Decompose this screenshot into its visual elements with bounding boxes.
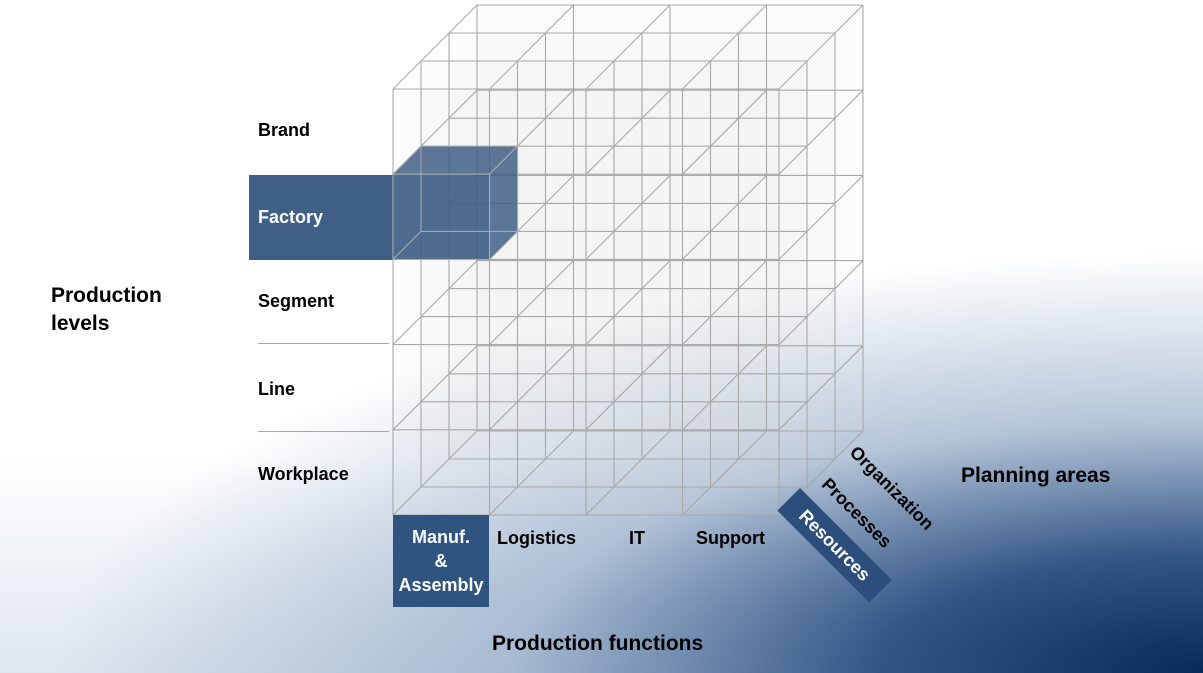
planning-areas-title: Planning areas — [961, 464, 1111, 487]
row-separator — [258, 343, 389, 344]
grid-line-depth — [778, 89, 864, 175]
level-label-brand: Brand — [258, 120, 311, 140]
grid-line-depth — [392, 430, 478, 516]
grid-line-depth — [392, 4, 478, 90]
grid-line-depth — [489, 430, 574, 516]
production-functions-title: Production functions — [492, 632, 704, 655]
function-label-it: IT — [629, 528, 645, 548]
grid-line-depth — [489, 345, 574, 431]
row-separator — [258, 431, 389, 432]
grid-line-depth — [682, 175, 767, 260]
level-label-factory: Factory — [258, 207, 324, 227]
grid-line-depth — [778, 260, 864, 345]
grid-line-depth — [585, 260, 671, 345]
factory-highlight-band — [249, 175, 394, 260]
grid-line-depth — [682, 430, 767, 516]
function-label-logistics: Logistics — [497, 528, 577, 548]
level-label-segment: Segment — [258, 291, 335, 311]
level-label-line: Line — [258, 379, 296, 399]
function-label-manuf-assembly: Manuf. & Assembly — [393, 515, 489, 607]
highlight-cube-front — [392, 173, 491, 260]
grid-line-depth — [778, 345, 864, 431]
grid-line-depth — [392, 345, 478, 431]
manuf-line-2: & — [434, 551, 448, 571]
grid-line-depth — [778, 4, 864, 90]
grid-line-depth — [682, 345, 767, 431]
highlight-cube-inner-edge — [392, 231, 422, 260]
grid-line-depth — [585, 175, 671, 260]
grid-line-depth — [585, 345, 671, 431]
grid-line-depth — [585, 4, 671, 90]
grid-line-depth — [489, 4, 574, 90]
grid-line-depth — [778, 175, 864, 260]
grid-line-depth — [585, 89, 671, 175]
grid-line-depth — [489, 260, 574, 345]
level-label-workplace: Workplace — [258, 464, 349, 484]
grid-line-depth — [682, 4, 767, 90]
grid-line-depth — [585, 430, 671, 516]
grid-line-depth — [392, 260, 478, 345]
manuf-line-1: Manuf. — [412, 527, 470, 547]
grid-line-depth — [682, 260, 767, 345]
grid-line-depth — [682, 89, 767, 175]
highlight-cube-factory-manuf — [391, 144, 519, 261]
production-levels-title: Production levels — [51, 284, 162, 335]
function-label-support: Support — [696, 528, 765, 548]
cube-grid-lines — [392, 4, 864, 516]
manuf-line-3: Assembly — [398, 575, 484, 595]
